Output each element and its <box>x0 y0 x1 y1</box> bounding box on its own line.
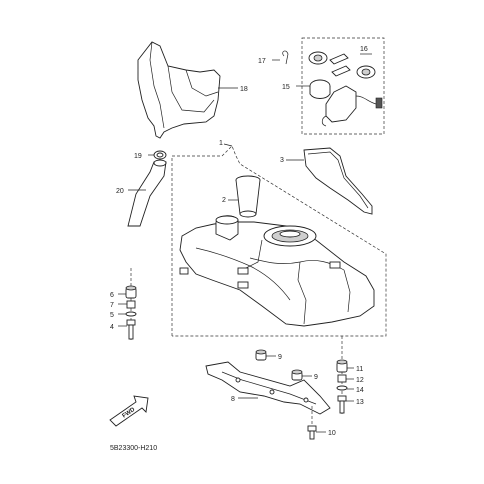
callout-labels: 1 2 3 4 5 6 7 8 9 9 10 11 12 13 14 15 16… <box>110 46 368 437</box>
part-1-fuel-tank[interactable] <box>179 215 375 327</box>
callout-10[interactable]: 10 <box>328 430 336 437</box>
part-12-collar[interactable] <box>337 374 347 383</box>
part-9-damper-upper[interactable] <box>255 349 276 361</box>
callout-5[interactable]: 5 <box>110 312 114 319</box>
part-11-grommet[interactable] <box>336 359 348 373</box>
callout-16[interactable]: 16 <box>360 46 368 53</box>
assembly-frame-1 <box>171 143 387 337</box>
callout-19[interactable]: 19 <box>134 153 142 160</box>
callout-18[interactable]: 18 <box>240 86 248 93</box>
callout-14[interactable]: 14 <box>356 387 364 394</box>
callout-7[interactable]: 7 <box>110 302 114 309</box>
callout-6[interactable]: 6 <box>110 292 114 299</box>
part-8-bracket[interactable] <box>205 361 331 415</box>
callout-4[interactable]: 4 <box>110 324 114 331</box>
part-2-filler-tube[interactable] <box>228 175 261 218</box>
callout-9-lower[interactable]: 9 <box>314 374 318 381</box>
part-15-ignition-switch[interactable] <box>296 79 383 127</box>
callout-12[interactable]: 12 <box>356 377 364 384</box>
callout-13[interactable]: 13 <box>356 399 364 406</box>
part-6-grommet[interactable] <box>125 285 137 299</box>
part-3-side-pad[interactable] <box>286 147 373 215</box>
callout-2[interactable]: 2 <box>222 197 226 204</box>
callout-8[interactable]: 8 <box>231 396 235 403</box>
part-18-tank-cover[interactable] <box>137 41 238 139</box>
callout-20[interactable]: 20 <box>116 188 124 195</box>
forward-direction-arrow: FWD <box>109 395 149 427</box>
part-17-clip[interactable] <box>272 50 289 65</box>
part-19-hose-clamp[interactable] <box>148 150 167 160</box>
part-14-washer[interactable] <box>336 385 348 391</box>
left-callout-leaders <box>118 293 127 327</box>
part-13-bolt[interactable] <box>337 395 347 414</box>
part-9-damper-lower[interactable] <box>291 369 312 381</box>
part-16-lock-keys[interactable] <box>308 51 376 79</box>
callout-3[interactable]: 3 <box>280 157 284 164</box>
callout-1[interactable]: 1 <box>219 140 223 147</box>
callout-17[interactable]: 17 <box>258 58 266 65</box>
callout-15[interactable]: 15 <box>282 84 290 91</box>
callout-11[interactable]: 11 <box>356 366 363 373</box>
part-4-bolt[interactable] <box>126 319 136 340</box>
part-20-hose[interactable] <box>127 159 167 227</box>
part-5-washer[interactable] <box>125 311 137 317</box>
reference-code: 5B23300-H210 <box>110 445 157 452</box>
callout-9-upper[interactable]: 9 <box>278 354 282 361</box>
right-callout-leaders <box>346 367 354 402</box>
part-10-bolt[interactable] <box>307 406 326 440</box>
part-7-collar[interactable] <box>126 300 136 309</box>
